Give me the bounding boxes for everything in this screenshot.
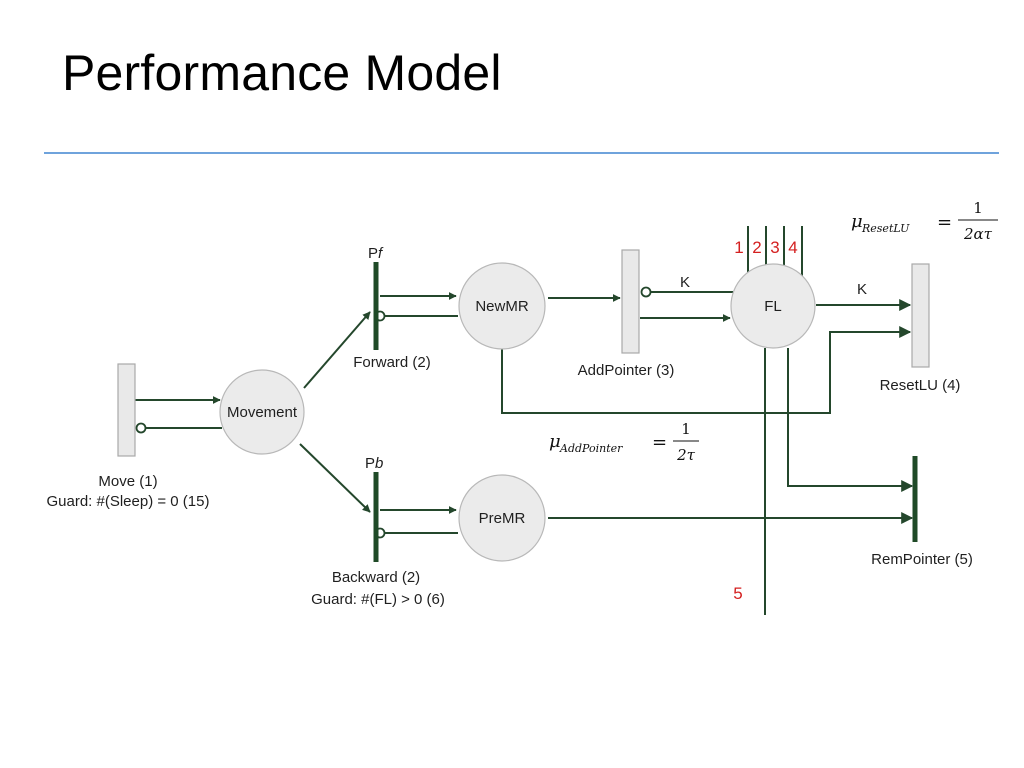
arc-movement-to-backward xyxy=(299,443,371,513)
title-divider xyxy=(44,152,999,154)
formula-addpointer-den: 2τ xyxy=(676,446,696,464)
formula-resetlu-mu: μ xyxy=(851,211,863,232)
label-backward: Backward (2) xyxy=(332,569,420,586)
arc-label-k-addpointer: K xyxy=(680,274,690,291)
inhibitor-move xyxy=(135,422,147,434)
formula-addpointer-mu: μ xyxy=(549,431,561,452)
arc-fl-to-rempointer xyxy=(787,348,914,492)
label-move-guard: Guard: #(Sleep) = 0 (15) xyxy=(46,493,209,510)
arc-newmr-to-resetlu xyxy=(501,326,912,414)
formula-resetlu-eq: = xyxy=(937,212,952,233)
transition-addpointer xyxy=(621,249,640,354)
label-newmr: NewMR xyxy=(475,298,529,315)
label-move: Move (1) xyxy=(98,473,157,490)
label-addpointer: AddPointer (3) xyxy=(578,362,675,379)
arc-movement-to-forward xyxy=(303,311,371,389)
red-number-3: 3 xyxy=(770,238,779,257)
place-fl xyxy=(730,263,816,349)
transition-resetlu xyxy=(911,263,930,368)
red-number-1: 1 xyxy=(734,238,743,257)
formula-addpointer-num: 1 xyxy=(681,420,691,438)
transition-move xyxy=(117,363,136,457)
place-premr xyxy=(458,474,546,562)
label-resetlu: ResetLU (4) xyxy=(880,377,961,394)
red-number-4: 4 xyxy=(788,238,797,257)
label-forward-prob: Pf xyxy=(368,245,384,262)
formula-resetlu: μ ResetLU = 1 2ατ xyxy=(851,199,998,243)
formula-resetlu-num: 1 xyxy=(973,199,983,217)
formula-resetlu-sub: ResetLU xyxy=(861,222,910,235)
formula-addpointer-sub: AddPointer xyxy=(559,442,623,455)
place-movement xyxy=(219,369,305,455)
red-number-5: 5 xyxy=(733,584,742,603)
formula-addpointer-eq: = xyxy=(652,432,667,453)
label-rempointer: RemPointer (5) xyxy=(871,551,973,568)
red-number-2: 2 xyxy=(752,238,761,257)
formula-resetlu-den: 2ατ xyxy=(963,225,993,243)
label-backward-prob: Pb xyxy=(365,455,383,472)
label-fl: FL xyxy=(764,298,782,315)
label-backward-guard: Guard: #(FL) > 0 (6) xyxy=(311,591,445,608)
arc-label-k-resetlu: K xyxy=(857,281,867,298)
place-newmr xyxy=(458,262,546,350)
inhibitor-addpointer xyxy=(640,286,652,298)
label-movement: Movement xyxy=(227,404,298,421)
label-premr: PreMR xyxy=(479,510,526,527)
slide-title: Performance Model xyxy=(62,45,502,101)
formula-addpointer: μ AddPointer = 1 2τ xyxy=(549,420,699,464)
label-forward: Forward (2) xyxy=(353,354,431,371)
